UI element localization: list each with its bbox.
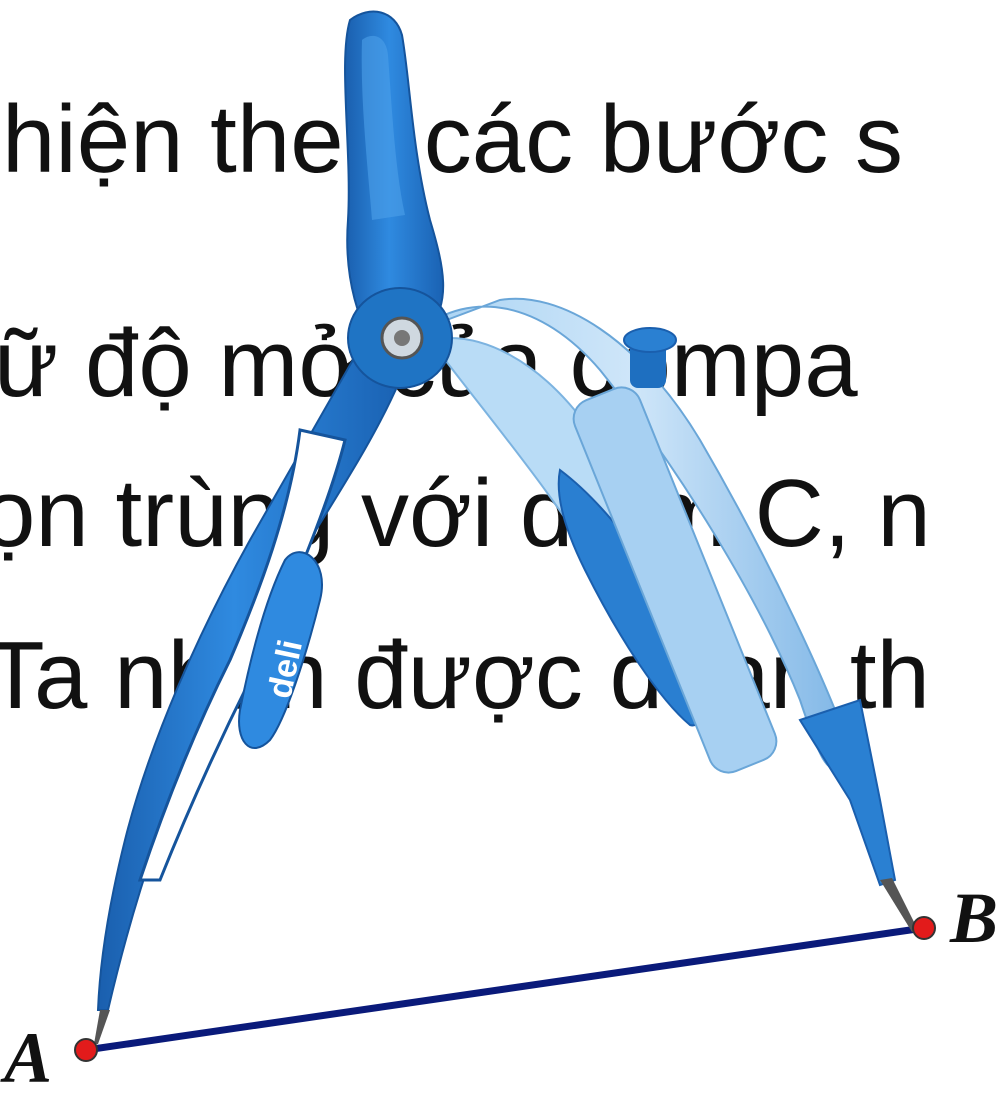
instruction-line-1: hiện theo các bước s [2, 86, 904, 193]
compass-handle [344, 10, 453, 389]
instruction-line-3: ọn trùng với điểm C, n [0, 460, 931, 567]
segment-ab [85, 924, 925, 1054]
point-b-dot [912, 916, 936, 940]
compass-right-leg [419, 297, 918, 932]
point-a-label: A [4, 1018, 53, 1098]
point-b-label: B [950, 878, 999, 958]
point-a-dot [74, 1038, 98, 1062]
compass-left-leg: deli [94, 328, 402, 1044]
